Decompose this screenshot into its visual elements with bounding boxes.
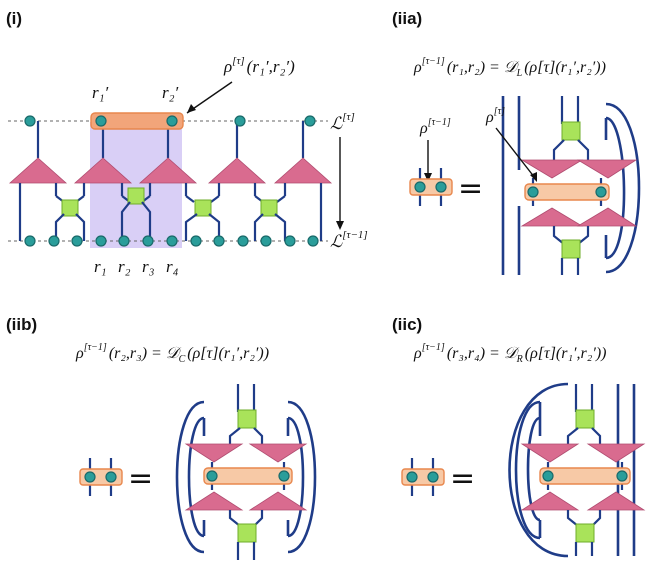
reduced-density-lhs bbox=[401, 458, 445, 496]
inner-density-bar bbox=[203, 467, 293, 485]
disentangler bbox=[120, 187, 152, 241]
disentangler bbox=[237, 523, 257, 543]
network-iic bbox=[508, 382, 646, 558]
density-matrix-bar bbox=[90, 112, 184, 130]
isometry bbox=[576, 207, 638, 227]
inner-rho-arrow bbox=[495, 127, 536, 179]
disentangler bbox=[184, 195, 221, 241]
equals-iic: = bbox=[450, 461, 475, 496]
panel-i: (i) bbox=[6, 9, 368, 276]
inner-rho-arrow-head bbox=[530, 172, 537, 182]
small-rho-arrow-head bbox=[424, 173, 432, 182]
panel-iib: (iib) ρ[τ−1](r₂,r₃)= 𝒟C(ρ[τ](r₁′,r₂′)) = bbox=[6, 315, 317, 560]
isometry bbox=[520, 207, 584, 227]
bottom-site-label-r1: r₁ bbox=[94, 257, 107, 276]
panel-label-iic: (iic) bbox=[392, 315, 422, 334]
disentangler-row bbox=[54, 187, 287, 241]
layer-label-bottom: ℒ[τ−1] bbox=[330, 229, 368, 251]
reduced-density-lhs bbox=[409, 168, 453, 206]
equation-iic: ρ[τ−1](r₃,r₄)= 𝒟R(ρ[τ](r₁′,r₂′)) bbox=[413, 342, 606, 365]
disentangler bbox=[54, 195, 86, 241]
isometry bbox=[207, 157, 267, 184]
equation-iia: ρ[τ−1](r₁,r₂)= 𝒟L(ρ[τ](r₁′,r₂′)) bbox=[413, 56, 606, 79]
isometry bbox=[273, 157, 333, 184]
isometry bbox=[586, 443, 646, 463]
isometry bbox=[586, 491, 646, 511]
inner-density-bar bbox=[539, 467, 631, 485]
bottom-site-label-r2: r₂ bbox=[118, 257, 131, 276]
disentangler bbox=[253, 195, 287, 241]
top-sites bbox=[24, 115, 316, 127]
isometry bbox=[184, 443, 244, 463]
inner-rho-label: ρ[τ] bbox=[485, 106, 505, 126]
rho-arrow-head bbox=[187, 104, 196, 113]
causal-cone-band bbox=[90, 122, 182, 248]
rho-arrow bbox=[186, 81, 233, 114]
disentangler bbox=[561, 121, 581, 141]
isometry bbox=[248, 443, 308, 463]
bottom-site-label-r4: r₄ bbox=[166, 257, 179, 276]
isometry bbox=[520, 159, 584, 179]
panel-iic: (iic) ρ[τ−1](r₃,r₄)= 𝒟R(ρ[τ](r₁′,r₂′)) = bbox=[392, 315, 646, 558]
disentangler bbox=[575, 523, 595, 543]
isometry bbox=[73, 157, 133, 184]
network-iia bbox=[501, 96, 641, 275]
equals-iib: = bbox=[128, 461, 153, 496]
bottom-site-label-r3: r₃ bbox=[142, 257, 155, 276]
descend-arrow-head bbox=[336, 221, 344, 230]
bottom-sites bbox=[24, 235, 319, 247]
panel-label-iia: (iia) bbox=[392, 9, 422, 28]
isometry-row bbox=[8, 157, 333, 184]
isometry bbox=[576, 159, 638, 179]
equals-iia: = bbox=[458, 171, 483, 206]
rho-label: ρ[τ](r₁′,r₂′) bbox=[223, 55, 295, 76]
inner-density-bar bbox=[524, 183, 610, 201]
disentangler bbox=[237, 409, 257, 429]
isometry bbox=[520, 443, 580, 463]
disentangler bbox=[561, 239, 581, 259]
isometry bbox=[8, 157, 68, 184]
top-site-label-1: r₁′ bbox=[92, 83, 109, 102]
top-site-label-2: r₂′ bbox=[162, 83, 179, 102]
network-iib bbox=[175, 384, 317, 560]
isometry bbox=[248, 491, 308, 511]
isometry bbox=[184, 491, 244, 511]
isometry bbox=[138, 157, 198, 184]
layer-label-top: ℒ[τ] bbox=[330, 111, 355, 133]
equation-iib: ρ[τ−1](r₂,r₃)= 𝒟C(ρ[τ](r₁′,r₂′)) bbox=[75, 342, 269, 365]
isometry bbox=[520, 491, 580, 511]
panel-iia: (iia) ρ[τ−1](r₁,r₂)= 𝒟L(ρ[τ](r₁′,r₂′)) ρ… bbox=[392, 9, 641, 275]
panel-label-iib: (iib) bbox=[6, 315, 37, 334]
triangle-legs bbox=[18, 183, 323, 241]
small-rho-label: ρ[τ−1] bbox=[419, 117, 451, 137]
panel-label-i: (i) bbox=[6, 9, 22, 28]
reduced-density-lhs bbox=[79, 458, 123, 496]
disentangler bbox=[575, 409, 595, 429]
